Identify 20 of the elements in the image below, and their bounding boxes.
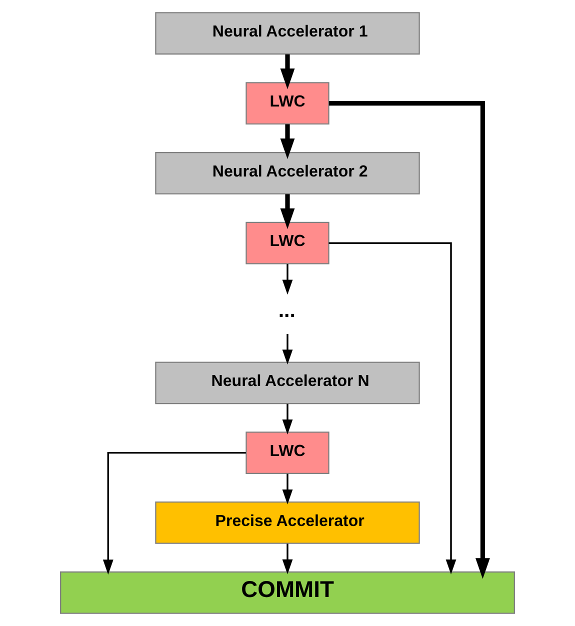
arrow	[280, 54, 295, 90]
node-box: Precise Accelerator	[155, 502, 420, 544]
arrow	[282, 404, 293, 434]
arrow	[282, 264, 293, 295]
node-box: Neural Accelerator 2	[155, 152, 420, 194]
node-box: LWC	[246, 222, 330, 264]
node-box: COMMIT	[60, 571, 515, 614]
arrow	[102, 452, 246, 575]
arrow	[280, 194, 295, 230]
node-box: LWC	[246, 82, 330, 124]
arrow	[280, 124, 295, 160]
node-box: LWC	[246, 432, 330, 474]
arrow	[282, 474, 293, 504]
node-box: Neural Accelerator N	[155, 362, 420, 404]
arrow	[328, 242, 456, 574]
arrow	[282, 334, 293, 365]
node-text: ...	[278, 298, 296, 322]
arrow	[328, 100, 490, 579]
arrow	[282, 544, 293, 574]
node-box: Neural Accelerator 1	[155, 12, 420, 55]
